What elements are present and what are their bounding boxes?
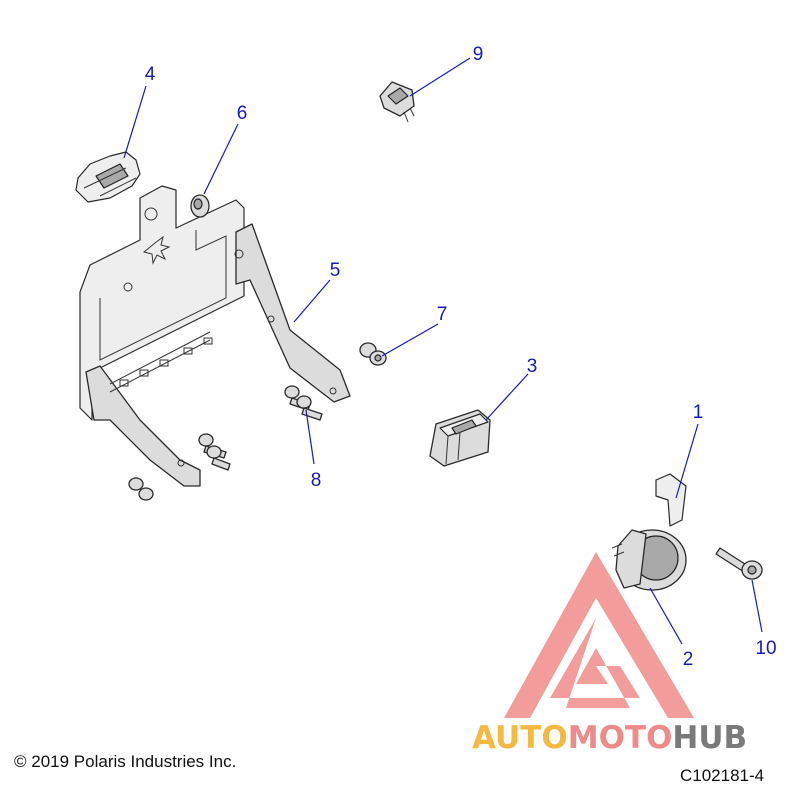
grommet: [190, 194, 210, 218]
watermark-triangle-logo: [504, 552, 694, 718]
license-plate-bracket: [79, 185, 351, 487]
leader-line-9: [409, 57, 471, 97]
callout-9: 9: [473, 44, 484, 65]
callout-3: 3: [527, 356, 538, 377]
callout-7: 7: [437, 304, 448, 325]
copyright-notice: © 2019 Polaris Industries Inc.: [14, 752, 237, 771]
callout-10: 10: [755, 638, 776, 659]
callout-4: 4: [145, 64, 156, 85]
flange-nuts: [359, 342, 387, 366]
leader-line-7: [381, 323, 439, 357]
callout-2: 2: [683, 649, 694, 670]
leader-line-10: [751, 579, 763, 633]
callout-8: 8: [311, 470, 322, 491]
horn-assembly: [611, 473, 687, 591]
leader-line-8: [305, 409, 315, 465]
leader-line-3: [485, 373, 529, 421]
leader-line-5: [293, 279, 331, 323]
callout-1: 1: [693, 402, 704, 423]
watermark-word-hub: HUB: [672, 720, 747, 756]
screws: [128, 385, 323, 501]
watermark-word-moto: MOTO: [568, 720, 673, 756]
connector-plug: [429, 409, 491, 467]
leader-line-4: [123, 85, 147, 159]
callout-6: 6: [237, 103, 248, 124]
leader-line-6: [203, 123, 239, 195]
relay-switch: [379, 81, 415, 123]
watermark-text: AUTOMOTOHUB: [472, 720, 747, 756]
drawing-code: C102181-4: [680, 766, 765, 785]
watermark-word-auto: AUTO: [472, 720, 568, 756]
license-plate-light: [75, 151, 141, 203]
leader-line-1: [675, 423, 699, 499]
callout-5: 5: [330, 260, 341, 281]
bolt: [715, 547, 763, 580]
leader-line-2: [649, 587, 683, 645]
automotohub-watermark: AUTOMOTOHUB: [472, 552, 747, 756]
